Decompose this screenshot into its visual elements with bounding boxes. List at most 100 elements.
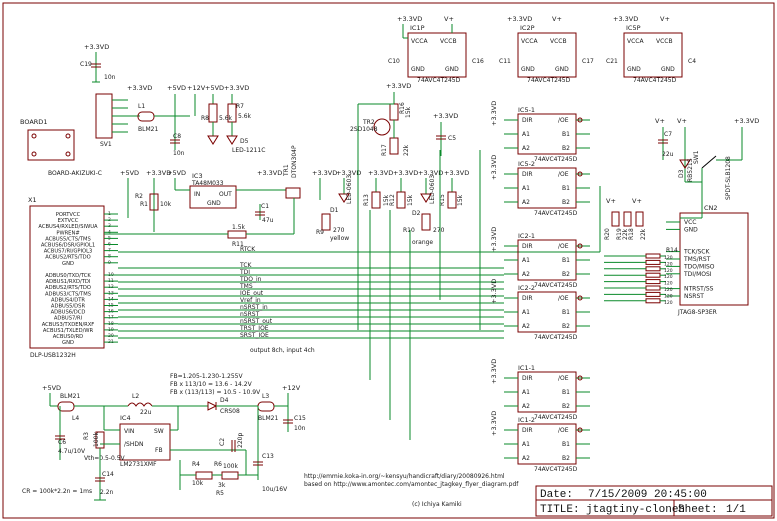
buffer-dir: DIR: [522, 375, 533, 382]
c15-name: C15: [294, 415, 306, 422]
r4-value: 10k: [192, 480, 204, 487]
r18-name: R18: [628, 228, 635, 240]
l1-name: L1: [138, 103, 145, 110]
cn2-name: CN2: [704, 204, 718, 212]
ic4-name: IC4: [120, 414, 131, 422]
c19-name: C19: [80, 61, 92, 68]
buffer-part: 74AVC4T245D: [534, 210, 578, 217]
c15-value: 10n: [294, 425, 306, 432]
r5-name: R5: [216, 490, 224, 497]
net-label: nSRST_in: [240, 304, 268, 311]
buffer-a1: A1: [522, 389, 530, 396]
r14-element: [645, 266, 661, 272]
x1-pin-label: ACBUS1/TXLED/WR: [43, 328, 94, 334]
r16-value: 15k: [405, 106, 412, 118]
cr-note: CR = 100k*2.2n = 1ms: [22, 488, 92, 495]
buffer-a1: A1: [522, 441, 530, 448]
c5-supply: +3.3VD: [433, 112, 458, 120]
fb-note-3: FB x (113/113) = 10.5 - 10.9V: [170, 389, 261, 396]
sv1-name: SV1: [100, 141, 112, 148]
board1: BOARD1 BOARD-AKIZUKI-C: [20, 118, 102, 177]
r20-name: R20: [604, 228, 611, 240]
buffer-a1: A1: [522, 309, 530, 316]
buffer-name: IC1-2: [518, 416, 535, 424]
pic2-gnd1: GND: [521, 66, 535, 73]
tr1-part: DTON304P: [291, 145, 298, 178]
power-ic-1: +3.3VD V+ IC1P VCCA VCCB GND GND 74AVC4T…: [388, 15, 484, 84]
pic2-part: 74AVC4T245D: [527, 77, 571, 84]
buffer-b1: B1: [562, 131, 570, 138]
pic3-vccb: VCCB: [656, 38, 673, 45]
x1-pin-label: ACBUS7/RI/GPIOL3: [44, 249, 93, 255]
d1-name: D1: [330, 207, 339, 214]
r6-value: 3k: [218, 482, 226, 489]
ic3-in: IN: [194, 191, 200, 198]
c6-name: C6: [58, 439, 66, 446]
cn2-pin-label: VCC: [684, 219, 696, 226]
r19-name: R19: [616, 228, 623, 240]
cn2-pin-label: GND: [684, 226, 698, 233]
r14-value: 120: [664, 268, 673, 274]
tr1-c1-r11: +3.3VD TR1 DTON304P C1 47u R11 1.5k: [104, 145, 301, 248]
buffer-b2: B2: [562, 271, 570, 278]
r14-value: 120: [664, 293, 673, 299]
x1-pin-label: PWREN#: [56, 230, 79, 236]
supply-33v-c19: +3.3VD C19 10n: [80, 43, 116, 83]
r15-name: R15: [439, 194, 446, 206]
buffer-b2: B2: [562, 323, 570, 330]
buffer-oe-bubble: [577, 295, 583, 301]
ic3-regulator: IC3 TA48M033 IN OUT GND: [175, 172, 286, 209]
buffer-b1: B1: [562, 185, 570, 192]
sheet-label: Sheet:: [678, 504, 718, 516]
x1-pin-label: ADBUS3/CTS/TMS: [45, 291, 91, 297]
l2-supply-d: +3.3VD: [444, 169, 469, 177]
r13-value: 15k: [383, 194, 390, 206]
ic4-part: LM2731XMF: [120, 461, 157, 468]
c7-name: C7: [664, 131, 672, 138]
c7-vplus: V+: [655, 117, 665, 125]
l4-name: L4: [72, 415, 79, 422]
r14-element: [645, 253, 661, 259]
cn2-pin-label: TDI/MOSI: [683, 271, 712, 278]
title-label: TITLE:: [540, 504, 580, 516]
tr1-supply: +3.3VD: [257, 169, 282, 177]
d2-part: LED-0603: [429, 175, 436, 204]
buffer-name: IC5-2: [518, 160, 535, 168]
r2-name: R2: [135, 193, 143, 200]
l2-supply-a: +3.3VD: [368, 169, 393, 177]
r14-element: [645, 259, 661, 265]
buffer-dir: DIR: [522, 427, 533, 434]
x1-pin-label: ADBUS1/RXD/TDI: [46, 279, 91, 285]
led2-network: +3.3VD +3.3VD +3.3VD +3.3VD R13 15k R12 …: [363, 169, 469, 246]
buffer-oe: /OE: [558, 375, 569, 382]
pic1-c: C10: [388, 58, 400, 65]
buffer-dir: DIR: [522, 171, 533, 178]
ic4-shdn: /SHDN: [124, 441, 143, 448]
pic2-vcca: VCCA: [521, 38, 538, 45]
buffer-name: IC5-1: [518, 106, 535, 114]
x1-pin-label: PORTVCC: [56, 212, 81, 218]
l3-part: BLM21: [258, 415, 278, 422]
pic1-part: 74AVC4T245D: [417, 77, 461, 84]
buffer-b2: B2: [562, 455, 570, 462]
c6-value: 4.7u/10V: [58, 448, 86, 455]
c2-name: C2: [219, 438, 226, 446]
date-label: Date:: [540, 489, 573, 501]
c5-name: C5: [448, 135, 456, 142]
x1-part: DLP-USB1232H: [30, 352, 76, 359]
sw1-name: SW1: [693, 150, 700, 164]
pic2-vccb: VCCB: [550, 38, 567, 45]
tr2-name: TR2: [362, 119, 375, 126]
buffer-b2: B2: [562, 403, 570, 410]
fb-note-2: FB x 113/10 = 13.6 - 14.2V: [170, 381, 253, 388]
buffer-b1: B1: [562, 257, 570, 264]
buffer-a1: A1: [522, 131, 530, 138]
board-name: BOARD1: [20, 118, 47, 126]
x1-pin-label: ADBUS6/DCD: [51, 310, 86, 316]
x1-pin-label: ADBUS2/RTS/TDO: [45, 285, 91, 291]
pic1-c2: C16: [472, 58, 484, 65]
c7-d3-sw1: V+ V+ +3.3VD C7 22u D3 RB521S SW1 SPDT-S…: [655, 117, 759, 219]
